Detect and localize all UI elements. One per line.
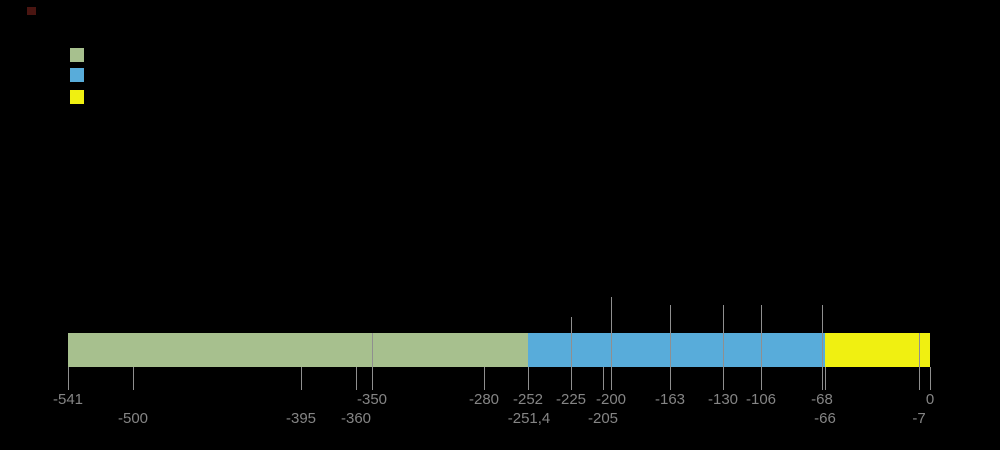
timeline-segment-blue xyxy=(528,333,825,367)
legend xyxy=(70,48,86,108)
tick-line xyxy=(825,367,826,390)
tick-line xyxy=(603,367,604,390)
tick-line xyxy=(930,367,931,390)
tick-label: -205 xyxy=(587,410,619,427)
tick-label: 0 xyxy=(925,391,935,408)
tick-label: -163 xyxy=(654,391,686,408)
tick-line xyxy=(133,367,134,390)
tick-line xyxy=(761,305,762,390)
tick-line xyxy=(372,333,373,390)
tick-label: -68 xyxy=(811,391,833,408)
timeline-segment-green xyxy=(68,333,529,367)
tick-label: -200 xyxy=(595,391,627,408)
tick-label: -7 xyxy=(912,410,926,427)
tick-line xyxy=(822,305,823,390)
tick-line xyxy=(571,317,572,390)
tick-line xyxy=(68,367,69,390)
tick-line xyxy=(484,367,485,390)
tick-label: -350 xyxy=(356,391,388,408)
legend-swatch-green xyxy=(70,48,84,62)
tick-label: -541 xyxy=(52,391,84,408)
tick-label: -500 xyxy=(117,410,149,427)
tick-label: -130 xyxy=(707,391,739,408)
tick-line xyxy=(723,305,724,390)
tick-label: -66 xyxy=(814,410,836,427)
top-left-marker xyxy=(27,7,36,15)
timeline-segment-yellow xyxy=(824,333,930,367)
tick-label: -252 xyxy=(512,391,544,408)
tick-line xyxy=(301,367,302,390)
tick-label: -225 xyxy=(555,391,587,408)
tick-line xyxy=(919,333,920,390)
tick-line xyxy=(670,305,671,390)
tick-label: -251,4 xyxy=(507,410,551,427)
legend-swatch-yellow xyxy=(70,90,84,104)
tick-line xyxy=(528,367,529,390)
tick-label: -106 xyxy=(745,391,777,408)
tick-line xyxy=(356,367,357,390)
tick-label: -360 xyxy=(340,410,372,427)
tick-label: -280 xyxy=(468,391,500,408)
tick-line xyxy=(611,297,612,390)
tick-label: -395 xyxy=(285,410,317,427)
legend-swatch-blue xyxy=(70,68,84,82)
